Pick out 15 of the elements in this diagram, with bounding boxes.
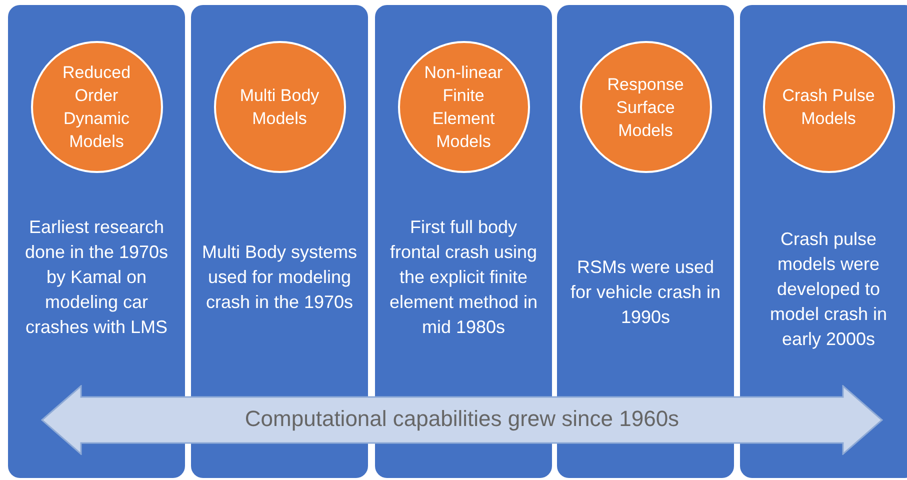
- description-text: Earliest research done in the 1970s by Kamal on modeling car crashes with LMS: [24, 216, 170, 339]
- double-arrow-band: [41, 385, 883, 455]
- model-title: Multi Body Models: [238, 85, 320, 130]
- model-title: Reduced Order Dynamic Models: [61, 62, 132, 153]
- description-text: First full body frontal crash using the explicit finite element method in mid 1980s: [388, 216, 539, 339]
- description-text: RSMs were used for vehicle crash in 1990s: [569, 256, 722, 329]
- model-title: Non-linear Finite Element Models: [423, 62, 504, 153]
- arrow-label: Computational capabilities grew since 1960s: [244, 406, 680, 432]
- description-text: Multi Body systems used for modeling crash in the 1970s: [201, 241, 358, 314]
- column-panel: [8, 5, 185, 478]
- model-title: Response Surface Models: [606, 74, 685, 142]
- column-panel: [740, 5, 907, 478]
- model-title: Crash Pulse Models: [781, 85, 876, 130]
- column-panel: [557, 5, 734, 478]
- description-text: Crash pulse models were developed to model crash in early 2000s: [768, 228, 888, 351]
